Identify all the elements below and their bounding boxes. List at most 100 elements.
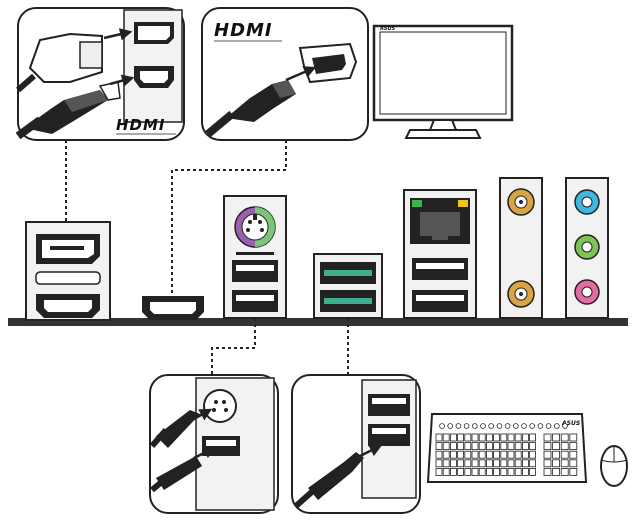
keyboard-key [478,433,486,442]
usb-port-zoom-2 [368,394,410,446]
displayport-plug [16,32,103,93]
usb-port-lan-upper[interactable] [412,258,468,280]
usb-port-zoom [202,436,240,456]
usb-port-upper[interactable] [232,260,278,282]
usb-port-lower[interactable] [232,290,278,312]
keyboard-key [562,423,568,429]
keyboard-key [471,459,479,468]
keyboard-key [449,442,457,451]
keyboard-key [560,450,569,459]
callout-ps2-usb [149,374,279,514]
keyboard-key [514,467,522,476]
motherboard-edge [8,318,628,326]
keyboard-key [435,459,443,468]
keyboard-key [500,467,508,476]
keyboard-key [552,442,560,451]
displayport-port[interactable] [36,234,100,264]
keyboard-key [552,450,560,459]
hdmi-port-zoom-2 [298,42,358,84]
audio-jack-line-out[interactable] [574,234,600,260]
keyboard-key [514,450,522,459]
keyboard-key [569,459,578,468]
keyboard-key [485,450,493,459]
keyboard-key [439,423,445,429]
usb3-port-lower[interactable] [320,290,376,312]
keyboard-key [449,433,457,442]
callout-hdmi-dp: HDMI [15,7,185,141]
keyboard-key [507,450,515,459]
keyboard-key [442,442,450,451]
keyboard-key [449,450,457,459]
keyboard-key [464,442,472,451]
keyboard-key [543,467,552,476]
keyboard-key [553,423,560,429]
keyboard-key [457,450,465,459]
audio-jack-mic-in[interactable] [574,279,600,305]
antenna-connector-upper[interactable] [507,188,535,216]
keyboard-key [457,459,465,468]
usb-port-lan-lower[interactable] [412,290,468,312]
usb-plug [150,456,202,493]
keyboard-key [496,423,503,429]
keyboard-key [522,450,529,459]
keyboard-key [529,442,536,451]
wifi-antenna-block [499,177,543,319]
keyboard-key [504,423,511,429]
keyboard-key [442,467,450,476]
keyboard-key [464,450,472,459]
keyboard-key [471,423,478,429]
keyboard-key [471,467,479,476]
keyboard-key [522,442,529,451]
hdmi-port-standalone[interactable] [142,296,204,320]
callout-usb [291,374,421,514]
arrow-icon [193,446,217,460]
lan-port[interactable] [410,198,470,244]
keyboard-key [560,467,569,476]
keyboard-key [507,467,515,476]
keyboard-key [507,442,515,451]
keyboard-key [485,442,493,451]
keyboard-key [500,459,508,468]
arrow-icon [355,444,383,460]
keyboard-key [478,450,486,459]
keyboard-key [485,459,493,468]
usb3-port-upper[interactable] [320,262,376,284]
keyboard-key [442,459,450,468]
keyboard-key [471,433,479,442]
keyboard-key [471,442,479,451]
keyboard-key [493,459,501,468]
keyboard-key [488,423,495,429]
keyboard-key [442,450,450,459]
keyboard-key [457,433,465,442]
keyboard-key [543,433,552,442]
keyboard-key [552,433,560,442]
keyboard-key [560,442,569,451]
keyboard-key [435,450,443,459]
keyboard-key [478,467,486,476]
keyboard-key [478,459,486,468]
antenna-connector-lower[interactable] [507,280,535,308]
ps2-port[interactable] [234,206,276,248]
callout-dotted-lines [65,140,349,375]
keyboard-brand-label: ASUS [561,420,580,427]
keyboard-key [529,450,536,459]
displayport-hdmi-port-block [25,221,111,321]
keyboard-key [457,467,465,476]
keyboard-key [493,442,501,451]
keyboard-key [480,423,486,429]
keyboard-key [435,442,443,451]
keyboard-key [529,467,536,476]
keyboard-key [485,433,493,442]
keyboard-key [512,423,519,429]
arrow-icon [103,28,133,41]
keyboard-key [522,433,529,442]
keyboard-key [493,467,501,476]
keyboard-key [464,467,472,476]
keyboard-key [569,467,578,476]
arrow-icon [285,66,317,82]
keyboard-key [560,459,569,468]
hdmi-port[interactable] [36,294,100,318]
monitor-brand-label: ASUS [379,26,396,32]
audio-jack-line-in[interactable] [574,189,600,215]
